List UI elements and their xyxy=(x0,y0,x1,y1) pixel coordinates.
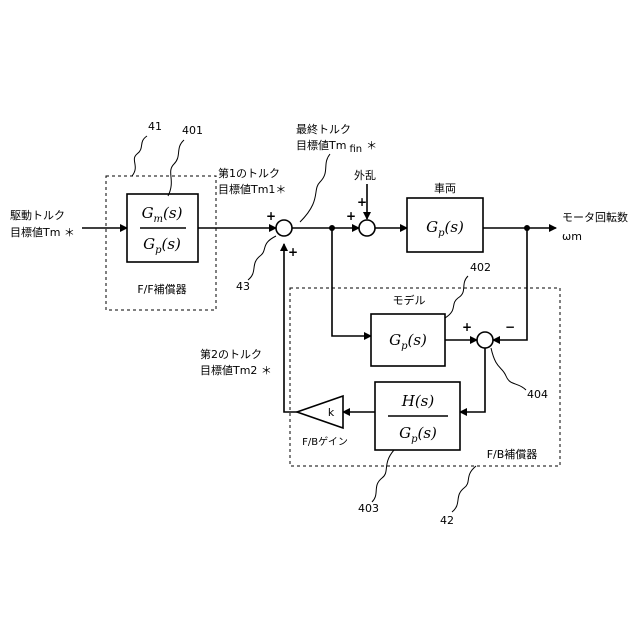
model-title: モデル xyxy=(393,293,426,307)
leader-401 xyxy=(168,140,184,196)
disturbance-label: 外乱 xyxy=(354,169,376,182)
vehicle-tf: Gp(s) xyxy=(426,218,464,239)
leader-403 xyxy=(372,450,394,502)
gain-label: F/Bゲイン xyxy=(302,436,348,448)
leader-41 xyxy=(132,136,147,176)
gain-symbol: k xyxy=(328,406,335,419)
gain-triangle xyxy=(297,396,343,428)
fb-numerator: H(s) xyxy=(401,392,435,410)
ff-group-label: F/F補償器 xyxy=(137,282,186,296)
tm2-label: 第2のトルク xyxy=(200,347,262,361)
tm2-label-2: 目標値Tm2 ＊ xyxy=(200,363,272,377)
ref-43: 43 xyxy=(236,280,250,293)
ff-denominator: Gp(s) xyxy=(143,235,181,256)
tm1-label: 第1のトルク xyxy=(218,166,280,180)
fb-group-label: F/B補償器 xyxy=(487,447,538,461)
sum2-plus-top: + xyxy=(357,195,367,209)
sum3-minus: − xyxy=(505,320,515,334)
leader-404 xyxy=(491,348,526,390)
output-label-2: ωm xyxy=(562,230,582,243)
final-label: 最終トルク xyxy=(296,122,351,136)
final-label-2: 目標値Tmfin＊ xyxy=(296,138,377,155)
vehicle-title: 車両 xyxy=(434,181,456,195)
sum3-plus: + xyxy=(462,320,472,334)
sum-junction-3 xyxy=(477,332,493,348)
output-label: モータ回転数 xyxy=(562,211,628,224)
input-label-2: 目標値Tm ＊ xyxy=(10,225,75,239)
branch-node-2 xyxy=(524,225,530,231)
ref-404: 404 xyxy=(527,388,548,401)
leader-42 xyxy=(452,466,476,512)
leader-402 xyxy=(445,276,468,318)
ff-numerator: Gm(s) xyxy=(142,204,183,225)
sum1-plus-left: + xyxy=(266,209,276,223)
to-model-wire xyxy=(332,228,371,336)
to-fb-wire xyxy=(460,348,485,412)
leader-final xyxy=(300,154,330,222)
branch-node-1 xyxy=(329,225,335,231)
sum-junction-2 xyxy=(359,220,375,236)
sum2-plus-left: + xyxy=(346,209,356,223)
model-tf: Gp(s) xyxy=(389,331,427,352)
ref-403: 403 xyxy=(358,502,379,515)
ref-41: 41 xyxy=(148,120,162,133)
ref-402: 402 xyxy=(470,261,491,274)
ref-401: 401 xyxy=(182,124,203,137)
input-label: 駆動トルク xyxy=(10,208,65,222)
sum-junction-1 xyxy=(276,220,292,236)
sum1-plus-bottom: + xyxy=(288,245,298,259)
tm1-label-2: 目標値Tm1＊ xyxy=(218,182,286,196)
fb-denominator: Gp(s) xyxy=(399,424,437,445)
tm2-wire xyxy=(284,244,297,412)
leader-43 xyxy=(248,236,276,280)
ref-42: 42 xyxy=(440,514,454,527)
